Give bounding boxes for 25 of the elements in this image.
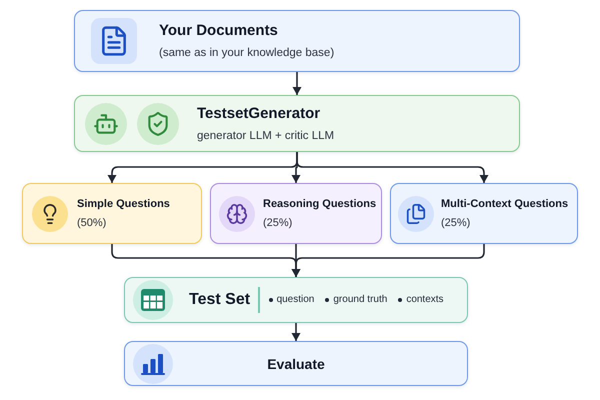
process-box — [74, 10, 520, 72]
arrow — [296, 152, 488, 183]
percentage-text: (50%) — [77, 216, 106, 230]
process-box — [124, 341, 468, 386]
question-type-card — [22, 183, 202, 244]
arrow — [292, 72, 302, 95]
question-type-card — [390, 183, 578, 244]
list-item-text: ground truth — [333, 294, 388, 306]
box-title: Your Documents — [159, 22, 278, 40]
card-title: Simple Questions — [77, 197, 170, 211]
question-type-card — [210, 183, 382, 244]
box-title: Test Set — [189, 290, 250, 310]
arrow — [292, 323, 300, 341]
box-title: Evaluate — [267, 354, 325, 372]
card-title: Reasoning Questions — [263, 197, 376, 211]
box-subtitle: (same as in your knowledge base) — [159, 46, 334, 60]
process-box — [74, 95, 520, 152]
percentage-text: (25%) — [263, 216, 292, 230]
box-title: TestsetGenerator — [197, 104, 320, 122]
list-item-text: question — [276, 294, 314, 306]
percentage-text: (25%) — [441, 216, 470, 230]
box-subtitle: generator LLM + critic LLM — [197, 128, 334, 142]
process-box — [124, 277, 468, 323]
list-item-text: contexts — [406, 294, 444, 306]
card-title: Multi-Context Questions — [441, 197, 568, 211]
